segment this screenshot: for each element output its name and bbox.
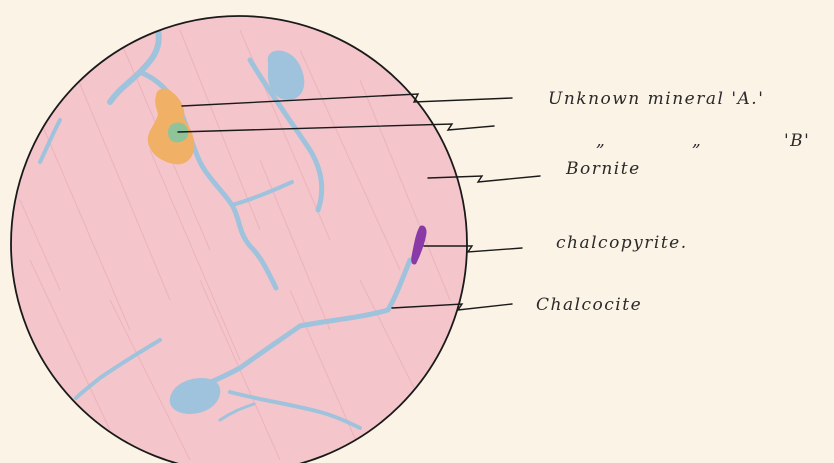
label-chalcopyrite: chalcopyrite.: [556, 233, 688, 253]
field-of-view: [11, 16, 467, 463]
label-mineral-b: 'B': [784, 131, 810, 151]
ditto-mark-1: „: [596, 131, 606, 151]
label-chalcocite: Chalcocite: [536, 295, 642, 315]
ditto-mark-2: „: [692, 131, 702, 151]
label-bornite: Bornite: [565, 159, 641, 179]
label-mineral-a: Unknown mineral 'A.': [548, 89, 764, 109]
